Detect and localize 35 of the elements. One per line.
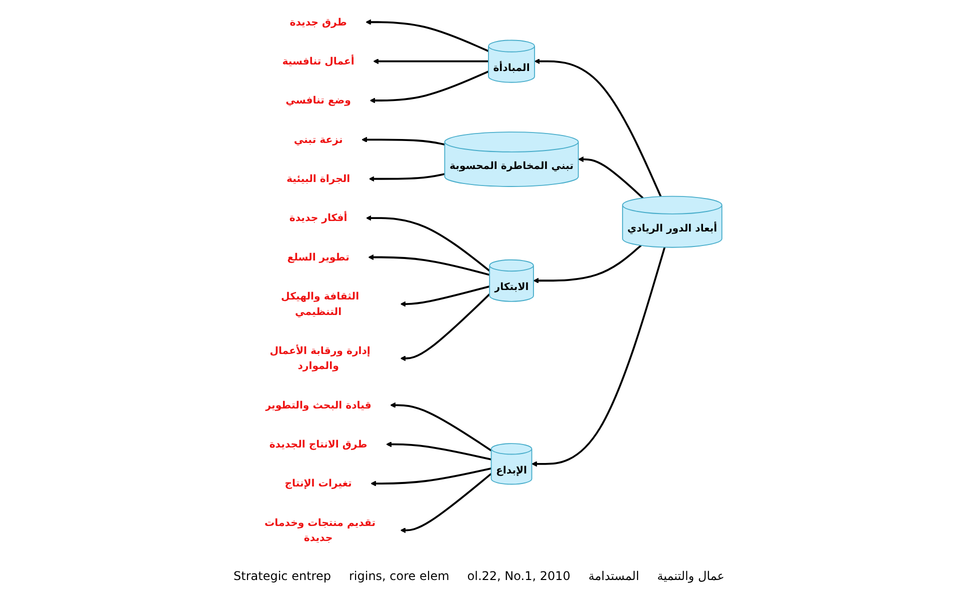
node-text: أعمال تنافسية (282, 54, 354, 67)
arrow (386, 442, 492, 460)
node-text: تغيرات الإنتاج (284, 477, 352, 490)
node-text: نزعة تبني (294, 133, 343, 146)
arrow (366, 215, 490, 272)
arrow (532, 247, 666, 467)
arrow (578, 156, 644, 199)
node-text: وضع تنافسي (286, 94, 351, 106)
arrow (368, 254, 490, 276)
node-text: أفكار جديدة (289, 212, 348, 224)
arrow (400, 294, 490, 362)
node-text: إدارة ورقابة الأعمال والموارد (270, 344, 370, 372)
note-text: المستدامة (588, 569, 640, 583)
arrow (361, 136, 445, 146)
node-text: الجراة البيئية (286, 172, 350, 185)
arrow (533, 244, 642, 284)
arrow (534, 58, 662, 197)
node-text: تقديم منتجات وخدمات جديدة (264, 516, 376, 544)
note-text: rigins, core elem (348, 569, 450, 583)
arrow (368, 173, 445, 182)
arrow (366, 19, 489, 52)
node-text: طرق الانتاج الجديدة (269, 438, 368, 450)
arrow (390, 402, 492, 452)
node-text: طرق جديدة (290, 16, 347, 28)
arrow (370, 467, 492, 486)
note-text: عمال والتنمية (657, 569, 724, 583)
node-text: تطوير السلع (287, 250, 350, 263)
note-text: Strategic entrep (234, 569, 331, 583)
arrow (400, 472, 492, 534)
note-text: ol.22, No.1, 2010 (467, 569, 570, 583)
arrow (373, 58, 488, 64)
node-text: قيادة البحث والتطوير (265, 398, 372, 411)
arrow (370, 70, 489, 104)
node-text: الثقافة والهيكل التنظيمي (281, 290, 360, 318)
arrow (400, 285, 490, 307)
